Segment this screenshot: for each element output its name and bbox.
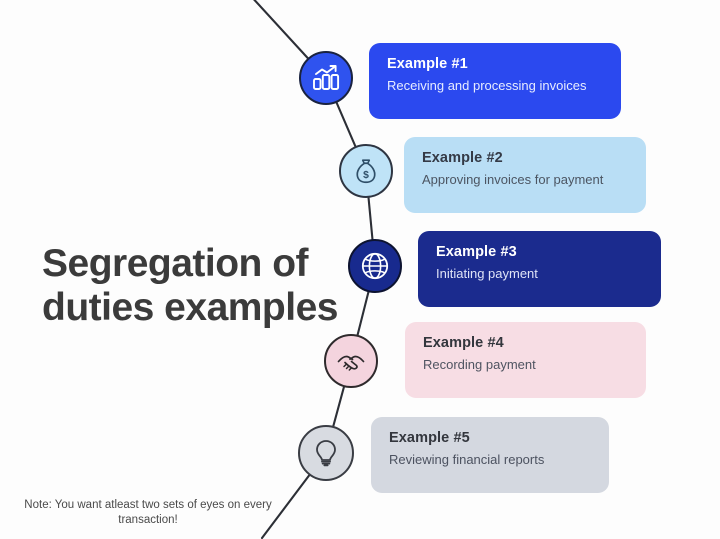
step-card-description-5: Reviewing financial reports <box>389 452 545 467</box>
step-card-3[interactable]: Example #3 Initiating payment <box>418 231 661 307</box>
step-card-title-1: Example #1 <box>387 56 468 72</box>
step-card-description-4: Recording payment <box>423 357 536 372</box>
money-bag-icon: $ <box>351 156 381 186</box>
lightbulb-icon <box>310 437 342 469</box>
step-card-title-2: Example #2 <box>422 150 503 166</box>
step-card-description-2: Approving invoices for payment <box>422 172 604 187</box>
step-icon-circle-1[interactable] <box>299 51 353 105</box>
step-icon-circle-2[interactable]: $ <box>339 144 393 198</box>
step-icon-circle-3[interactable] <box>348 239 402 293</box>
step-icon-circle-4[interactable] <box>324 334 378 388</box>
step-card-5[interactable]: Example #5 Reviewing financial reports <box>371 417 609 493</box>
step-card-title-3: Example #3 <box>436 244 517 260</box>
page-title: Segregation of duties examples <box>42 242 338 330</box>
step-card-title-5: Example #5 <box>389 430 470 446</box>
bar-chart-growth-icon <box>310 62 342 94</box>
globe-icon <box>359 250 391 282</box>
step-card-4[interactable]: Example #4 Recording payment <box>405 322 646 398</box>
handshake-icon <box>335 345 367 377</box>
step-card-title-4: Example #4 <box>423 335 504 351</box>
step-card-1[interactable]: Example #1 Receiving and processing invo… <box>369 43 621 119</box>
step-card-description-3: Initiating payment <box>436 266 538 281</box>
footnote-note: Note: You want atleast two sets of eyes … <box>24 499 272 526</box>
step-icon-circle-5[interactable] <box>298 425 354 481</box>
svg-text:$: $ <box>363 170 369 181</box>
step-card-description-1: Receiving and processing invoices <box>387 78 587 93</box>
step-card-2[interactable]: Example #2 Approving invoices for paymen… <box>404 137 646 213</box>
